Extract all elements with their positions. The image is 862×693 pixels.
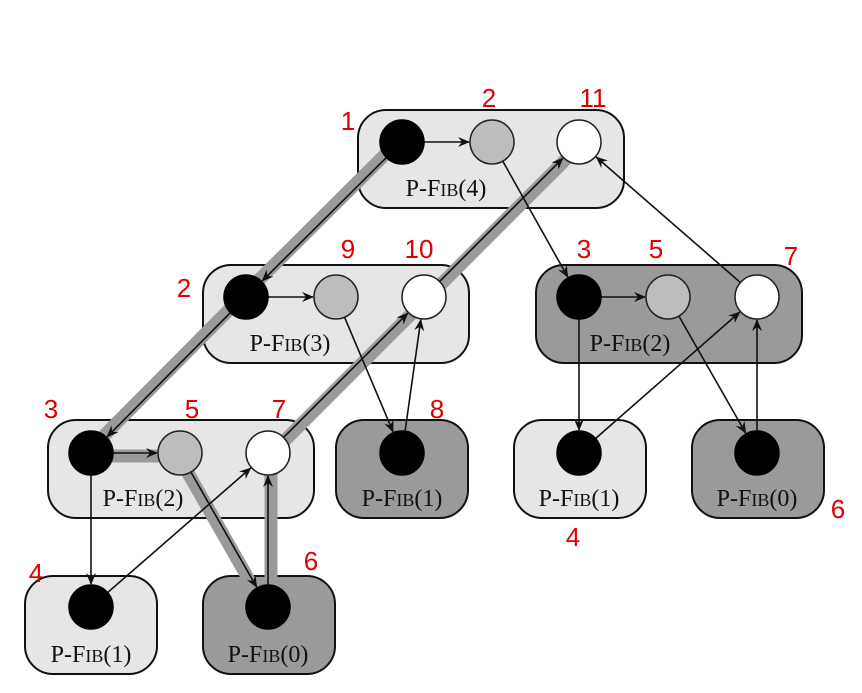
frame-label-f0r: P-FIB(0) [717,486,798,512]
edge-s3c-s4c [438,157,564,283]
strand-white-s2lc [245,430,291,476]
frame-label-prefix: P-F [228,642,263,668]
strand-black-s0r [734,430,780,476]
step-number-s2lb: 5 [185,394,199,424]
strand-gray-s3b [313,274,359,320]
critical-path-s2lc-s3c [265,294,431,460]
strand-gray-s2lb [157,430,203,476]
step-number-s2rb: 5 [649,234,663,264]
frame-label-arg: (4) [458,176,486,202]
step-number-s3a: 2 [177,273,191,303]
edge-s3b-s1m [343,316,394,433]
frame-label-smallcaps: IB [440,180,458,200]
frame-label-prefix: P-F [250,331,285,357]
frame-label-prefix: P-F [51,642,86,668]
strand-black-s0l [245,584,291,630]
frame-label-arg: (2) [642,331,670,357]
step-number-s0l: 6 [304,546,318,576]
step-number-s3b: 9 [341,234,355,264]
step-number-s1l: 4 [29,558,43,588]
step-number-s4a: 1 [341,106,355,136]
frame-label-prefix: P-F [539,486,574,512]
frame-label-smallcaps: IB [573,490,591,510]
frame-label-arg: (2) [155,486,183,512]
strand-black-s2ra [556,274,602,320]
frame-label-smallcaps: IB [751,490,769,510]
frame-label-arg: (1) [414,486,442,512]
frame-label-smallcaps: IB [137,490,155,510]
frame-label-f3: P-FIB(3) [250,331,331,357]
step-numbers-layer: 1 2 11 2 9 10 3 5 7 3 5 7 8 4 6 4 6 [29,83,845,588]
frames-layer [24,109,825,675]
frame-label-arg: (3) [302,331,330,357]
step-number-s1r: 4 [566,522,580,552]
edge-s4b-s2ra [502,160,569,278]
frame-label-prefix: P-F [362,486,397,512]
frame-label-f0l: P-FIB(0) [228,642,309,668]
frame-label-prefix: P-F [590,331,625,357]
frame-label-f2l: P-FIB(2) [103,486,184,512]
edge-s4a-s3a [261,156,387,282]
step-number-s2ra: 3 [577,234,591,264]
critical-path-s3c-s4c [421,139,586,304]
frame-label-prefix: P-F [406,176,441,202]
strand-black-s1l [68,584,114,630]
frame-label-prefix: P-F [103,486,138,512]
strand-white-s3c [401,274,447,320]
frame-label-arg: (1) [591,486,619,512]
edge-s2rc-s4c [595,156,741,284]
strand-gray-s4b [469,119,515,165]
step-number-s2rc: 7 [784,241,798,271]
frame-label-smallcaps: IB [85,646,103,666]
frame-label-arg: (0) [280,642,308,668]
frame-label-smallcaps: IB [624,335,642,355]
frame-label-smallcaps: IB [262,646,280,666]
strand-gray-s2rb [645,274,691,320]
step-number-s0r: 6 [831,494,845,524]
edge-s1m-s3c [404,318,425,432]
edge-s1l-s2lc [107,467,252,594]
frame-label-smallcaps: IB [396,490,414,510]
frame-label-smallcaps: IB [284,335,302,355]
edge-s1r-s2rc [595,311,741,440]
edges-layer [86,137,762,594]
frame-label-f2r: P-FIB(2) [590,331,671,357]
step-number-s4c: 11 [580,83,607,113]
frame-label-arg: (1) [103,642,131,668]
strand-black-s3a [223,274,269,320]
strand-black-s2la [68,430,114,476]
edge-s2rb-s0r [678,315,747,434]
step-number-s2la: 3 [44,394,58,424]
step-number-s4b: 2 [482,83,496,113]
step-number-s1m: 8 [430,394,444,424]
strand-white-s4c [556,119,602,165]
critical-path-s4a-s3a [239,135,405,300]
frame-label-arg: (0) [769,486,797,512]
critical-path-s3a-s2la [84,290,249,456]
frame-label-f1l: P-FIB(1) [51,642,132,668]
strand-black-s1r [556,430,602,476]
step-number-s2lc: 7 [272,394,286,424]
strand-black-s1m [379,430,425,476]
frame-label-f4: P-FIB(4) [406,176,487,202]
frame-label-prefix: P-F [717,486,752,512]
critical-path-layer [84,135,586,612]
frame-label-f1r: P-FIB(1) [539,486,620,512]
strand-black-s4a [379,119,425,165]
frame-labels-layer: P-FIB(4)P-FIB(3)P-FIB(2)P-FIB(2)P-FIB(1)… [51,176,798,668]
edge-s2lb-s0l [190,471,258,588]
edge-s2lc-s3c [282,312,409,439]
strands-layer [68,119,780,630]
edge-s3a-s2la [106,312,232,438]
step-number-s3c: 10 [405,234,434,264]
strand-white-s2rc [734,274,780,320]
frame-label-f1m: P-FIB(1) [362,486,443,512]
